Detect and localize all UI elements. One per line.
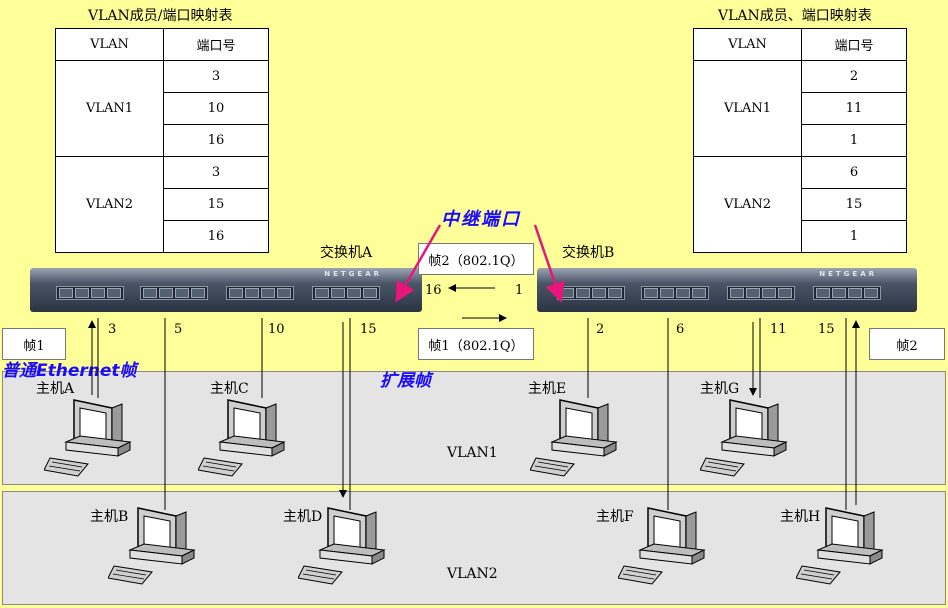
left-table-caption: VLAN成员/端口映射表 <box>88 8 233 24</box>
frame2-8021q-box: 帧2（802.1Q） <box>418 243 534 275</box>
switch-b-port-number: 15 <box>818 322 835 337</box>
host-e-label: 主机E <box>528 381 567 397</box>
switch-b-port-group <box>813 286 881 300</box>
right-table-vlan1: VLAN1 <box>693 60 802 157</box>
host-c-label: 主机C <box>210 381 249 397</box>
host-a-label: 主机A <box>36 381 75 397</box>
left-table-header-port: 端口号 <box>163 28 269 61</box>
host-a-computer-icon <box>43 396 134 480</box>
switch-a-port-number: 10 <box>268 322 285 337</box>
vlan1-zone <box>2 371 946 485</box>
switch-a-brand: NETGEAR <box>324 270 382 278</box>
frame1-box: 帧1 <box>2 328 66 360</box>
normal-ethernet-frame-annotation: 普通Ethernet帧 <box>2 361 137 381</box>
switch-b-port-group <box>727 286 795 300</box>
vlan1-zone-label: VLAN1 <box>447 445 498 461</box>
switch-a-port-group <box>312 286 380 300</box>
host-h-computer-icon <box>795 504 886 588</box>
right-table-port: 1 <box>801 220 907 253</box>
host-h-label: 主机H <box>780 509 821 525</box>
switch-a: NETGEAR <box>30 268 422 312</box>
host-f-label: 主机F <box>596 509 634 525</box>
trunk-port-annotation: 中继端口 <box>441 209 521 230</box>
host-g-computer-icon <box>699 396 790 480</box>
left-table-port: 3 <box>163 60 269 93</box>
left-table-port: 16 <box>163 124 269 157</box>
switch-b-port-number: 11 <box>770 322 787 337</box>
extended-frame-annotation: 扩展帧 <box>380 371 431 391</box>
switch-b-port-number: 2 <box>596 322 605 337</box>
right-table-header-port: 端口号 <box>801 28 907 61</box>
switch-a-port-number: 5 <box>174 322 183 337</box>
frame1-8021q-box: 帧1（802.1Q） <box>418 328 534 360</box>
switch-a-port-number: 15 <box>360 322 377 337</box>
switch-a-port-number: 3 <box>108 322 117 337</box>
switch-b-label: 交换机B <box>562 245 615 261</box>
host-b-label: 主机B <box>90 509 129 525</box>
switch-b-port-number: 6 <box>676 322 685 337</box>
host-f-computer-icon <box>617 504 708 588</box>
trunk-pointer-a <box>395 224 442 303</box>
host-g-label: 主机G <box>700 381 740 397</box>
switch-b-trunk-port-number: 1 <box>515 283 524 298</box>
left-table-vlan1: VLAN1 <box>55 60 164 157</box>
switch-b-brand: NETGEAR <box>819 270 877 278</box>
host-d-label: 主机D <box>283 509 323 525</box>
switch-b-port-group <box>641 286 709 300</box>
right-table-port: 6 <box>801 156 907 189</box>
vlan2-zone-label: VLAN2 <box>447 566 498 582</box>
right-table-vlan2: VLAN2 <box>693 156 802 253</box>
left-table-port: 3 <box>163 156 269 189</box>
trunk-pointer-b <box>533 224 565 303</box>
left-vlan-table: VLAN 端口号 VLAN1 3 10 16 VLAN2 3 15 16 <box>55 28 269 253</box>
host-e-computer-icon <box>529 396 620 480</box>
frame2-box: 帧2 <box>869 328 945 360</box>
host-c-computer-icon <box>197 396 288 480</box>
host-d-computer-icon <box>297 504 388 588</box>
switch-b: NETGEAR <box>537 268 917 312</box>
switch-a-port-group <box>56 286 124 300</box>
switch-a-trunk-port-number: 16 <box>425 283 442 298</box>
switch-a-port-group <box>226 286 294 300</box>
right-table-caption: VLAN成员、端口映射表 <box>718 8 872 24</box>
right-table-header-vlan: VLAN <box>693 28 802 61</box>
left-table-port: 15 <box>163 188 269 221</box>
left-table-port: 10 <box>163 92 269 125</box>
switch-a-label: 交换机A <box>320 245 373 261</box>
left-table-port: 16 <box>163 220 269 253</box>
left-table-vlan2: VLAN2 <box>55 156 164 253</box>
right-vlan-table: VLAN 端口号 VLAN1 2 11 1 VLAN2 6 15 1 <box>693 28 907 253</box>
switch-a-port-group <box>140 286 208 300</box>
host-b-computer-icon <box>107 504 198 588</box>
